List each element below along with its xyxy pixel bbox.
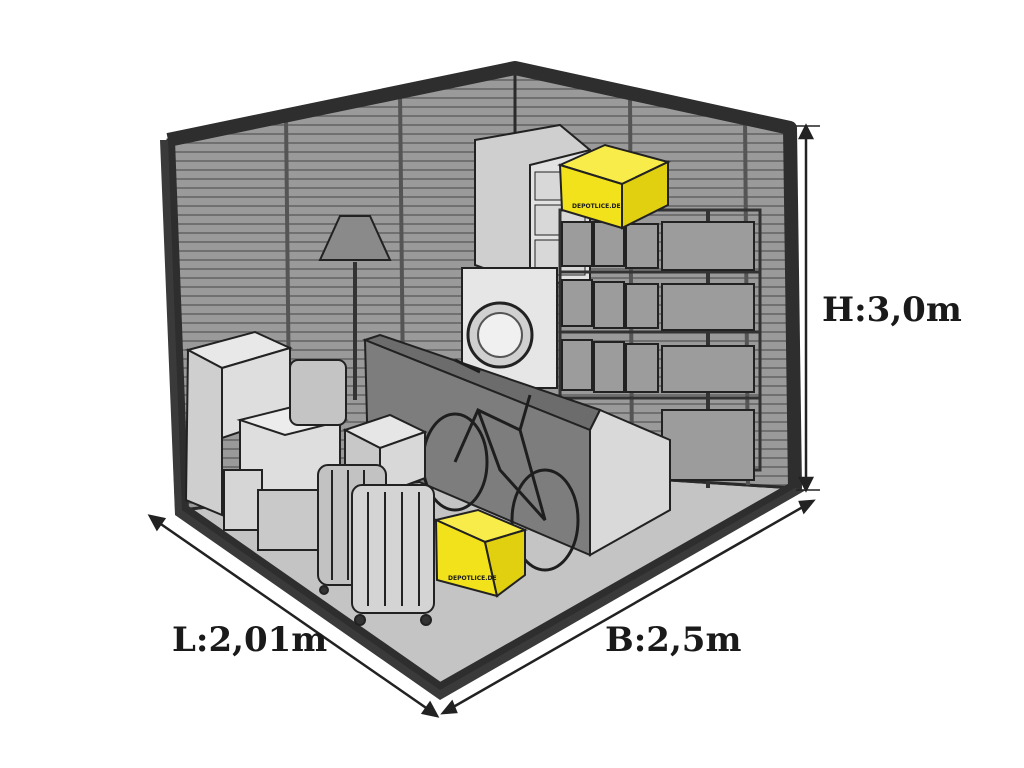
- height-label: H:3,0m: [822, 290, 962, 330]
- box-brand-floor: DEPOTLICE.DE: [448, 575, 497, 582]
- width-label: B:2,5m: [605, 620, 742, 660]
- width-dimension-line: [440, 499, 816, 715]
- length-dimension-line: [147, 514, 440, 718]
- washing-machine: [461, 267, 558, 389]
- suitcases-front: [317, 464, 435, 626]
- floor-lamp: [318, 215, 392, 400]
- cardboard-boxes-left: [184, 330, 349, 551]
- height-dimension-line: [796, 123, 820, 493]
- length-label: L:2,01m: [172, 620, 328, 660]
- mattress: [362, 333, 671, 557]
- suitcase-back: [289, 359, 347, 426]
- bicycle: [421, 358, 580, 572]
- yellow-box-floor: DEPOTLICE.DE: [432, 508, 528, 598]
- yellow-box-top: DEPOTLICE.DE: [557, 143, 671, 230]
- box-brand-top: DEPOTLICE.DE: [572, 203, 621, 210]
